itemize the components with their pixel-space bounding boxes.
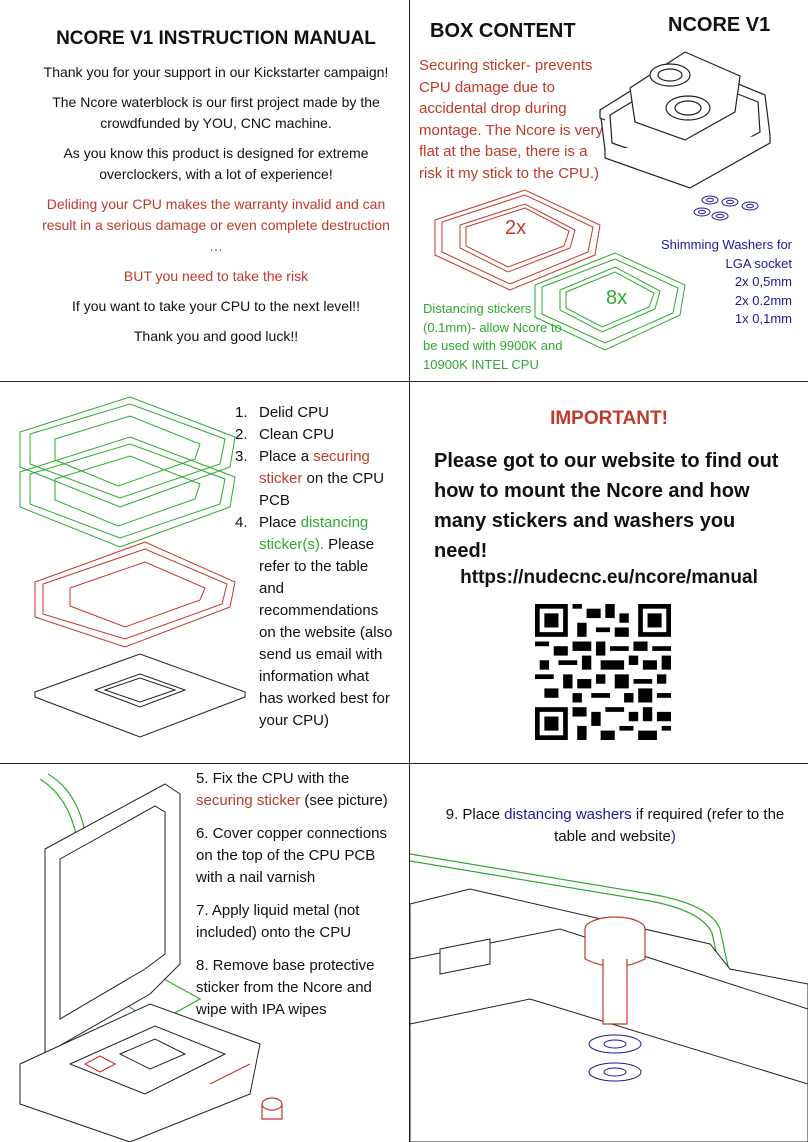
step-4-highlight: distancing sticker(s).: [259, 514, 369, 553]
step-5-text-pre: 5. Fix the CPU with the: [196, 770, 350, 787]
step-1-text: Delid CPU: [259, 404, 330, 421]
step-1: 1. Delid CPU: [235, 402, 395, 424]
distancing-sticker-drawing: [534, 252, 686, 351]
important-section: IMPORTANT! Please got to our website to …: [410, 382, 808, 763]
steps-5-8-section: 5. Fix the CPU with the securing sticker…: [0, 764, 409, 1142]
distancing-sticker-quantity: 8x: [606, 287, 628, 309]
step-3: 3. Place a securing sticker on the CPU PC…: [235, 446, 395, 512]
intro-section: NCORE V1 INSTRUCTION MANUAL Thank you fo…: [40, 28, 392, 356]
step-4-number: 4.: [235, 514, 248, 531]
securing-sticker-drawing: [434, 189, 601, 291]
step-3-number: 3.: [235, 448, 248, 465]
step-4-text-pre: Place: [259, 514, 301, 531]
step-2-text: Clean CPU: [259, 426, 335, 443]
step-1-number: 1.: [235, 404, 248, 421]
intro-designed: As you know this product is designed for…: [63, 145, 369, 182]
step-4-text-post: Please refer to the table and recommenda…: [259, 536, 393, 729]
step-3-text-pre: Place a: [259, 448, 314, 465]
step-9: 9. Place distancing washers if required …: [430, 804, 800, 848]
important-title: IMPORTANT!: [550, 408, 668, 429]
step-5-text-post: (see picture): [300, 792, 388, 809]
step-4: 4. Place distancing sticker(s). Please re…: [235, 512, 395, 732]
step-3-text-post: on the CPU PCB: [259, 470, 385, 509]
important-text: Please got to our website to find out ho…: [434, 450, 779, 562]
shimming-washers-drawing: [693, 195, 759, 221]
step-7: 7. Apply liquid metal (not included) ont…: [196, 902, 360, 941]
ncore-waterblock-drawing: [599, 51, 771, 189]
intro-next-level: If you want to take your CPU to the next…: [72, 298, 360, 314]
horizontal-divider-1: [0, 381, 808, 382]
manual-url[interactable]: https://nudecnc.eu/ncore/manual: [460, 567, 758, 588]
vertical-divider: [409, 0, 410, 1142]
step-9-close-paren: ): [670, 828, 676, 845]
step-2-number: 2.: [235, 426, 248, 443]
washer-spec-3: 1x 0,1mm: [734, 311, 792, 326]
risk-note: BUT you need to take the risk: [123, 268, 309, 284]
step-9-highlight: distancing washers: [504, 806, 632, 823]
stacked-stickers-drawing: [19, 396, 247, 738]
steps-list-5-8: 5. Fix the CPU with the securing sticker…: [196, 768, 396, 1032]
step-5: 5. Fix the CPU with the securing sticker…: [196, 768, 396, 812]
step-6: 6. Cover copper connections on the top o…: [196, 825, 387, 886]
page-title: NCORE V1 INSTRUCTION MANUAL: [56, 28, 376, 49]
intro-thanks: Thank you for your support in our Kickst…: [43, 64, 389, 80]
product-name: NCORE V1: [668, 14, 771, 36]
distancing-sticker-description: Distancing stickers (0.1mm)- allow Ncore…: [423, 301, 563, 372]
intro-project: The Ncore waterblock is our first projec…: [52, 94, 380, 131]
step-3-highlight: securing sticker: [259, 448, 370, 487]
step-2: 2. Clean CPU: [235, 424, 395, 446]
washer-spec-2: 2x 0.2mm: [734, 292, 792, 308]
washers-title: Shimming Washers for LGA socket: [661, 237, 792, 271]
step-9-section: 9. Place distancing washers if required …: [410, 764, 808, 1142]
step-9-text-post: if required (refer to the table and webs…: [554, 806, 785, 845]
steps-1-4-section: 1. Delid CPU 2. Clean CPU 3. Place a securi…: [0, 382, 409, 763]
step-8: 8. Remove base protective sticker from t…: [196, 957, 375, 1018]
step-9-text-pre: 9. Place: [445, 806, 505, 823]
box-content-title: BOX CONTENT: [430, 20, 576, 42]
qr-code[interactable]: [535, 604, 671, 740]
cpu-socket-drawing: [19, 773, 283, 1142]
securing-sticker-quantity: 2x: [505, 217, 527, 239]
step-5-highlight: securing sticker: [196, 792, 301, 809]
steps-list-1-4: 1. Delid CPU 2. Clean CPU 3. Place a securi…: [235, 402, 395, 732]
intro-good-luck: Thank you and good luck!!: [133, 328, 299, 344]
box-content-section: BOX CONTENT NCORE V1 Securing sticker- p…: [410, 0, 808, 381]
washers-info: Shimming Washers for LGA socket 2x 0,5mm…: [652, 236, 792, 329]
warranty-warning: Deliding your CPU makes the warranty inv…: [42, 196, 390, 254]
washer-placement-drawing: [410, 853, 808, 1142]
horizontal-divider-2: [0, 763, 808, 764]
securing-sticker-description: Securing sticker- prevents CPU damage du…: [419, 57, 603, 182]
washer-spec-1: 2x 0,5mm: [734, 274, 792, 289]
